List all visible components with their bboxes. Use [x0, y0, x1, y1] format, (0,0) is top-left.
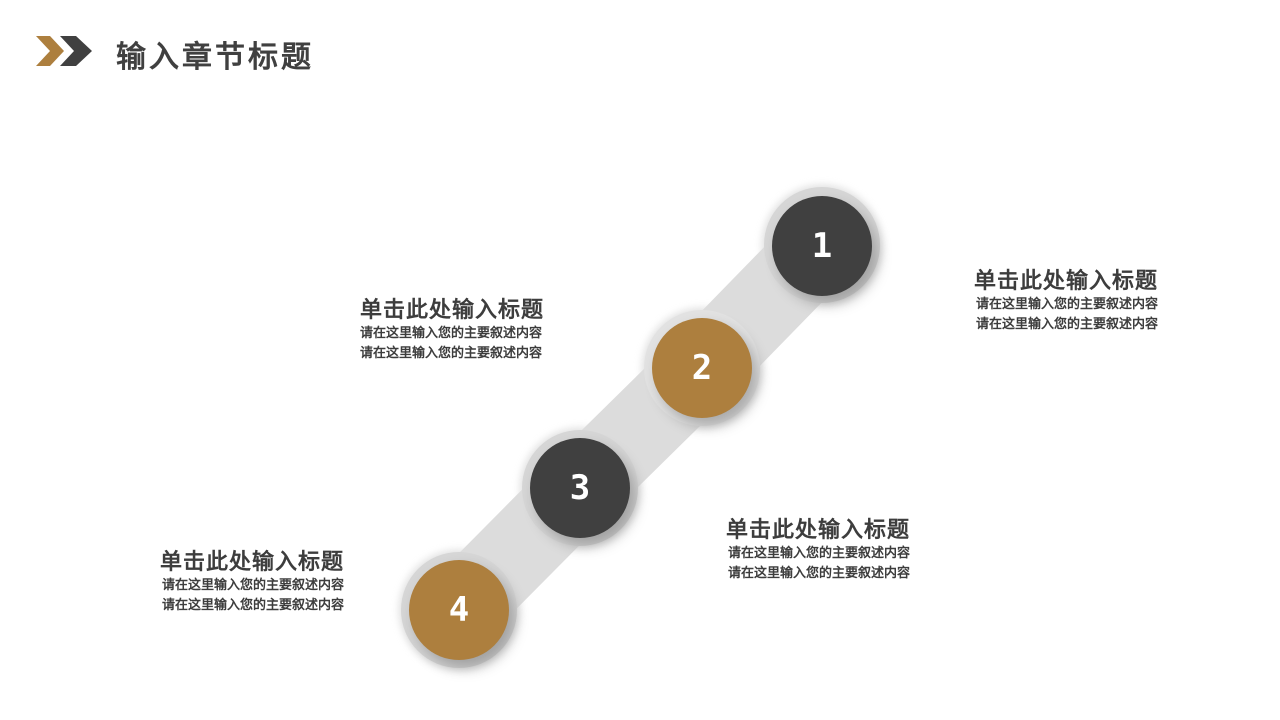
step-node-2[interactable]: 2 [652, 318, 752, 418]
step-description[interactable]: 请在这里输入您的主要叙述内容 [161, 578, 344, 593]
step-description[interactable]: 请在这里输入您的主要叙述内容 [975, 297, 1158, 312]
step-3-text: 单击此处输入标题 请在这里输入您的主要叙述内容 请在这里输入您的主要叙述内容 [680, 512, 910, 584]
step-description[interactable]: 请在这里输入您的主要叙述内容 [975, 317, 1158, 332]
step-number: 2 [691, 348, 713, 388]
step-number: 3 [569, 468, 591, 508]
step-node-3[interactable]: 3 [530, 438, 630, 538]
step-description[interactable]: 请在这里输入您的主要叙述内容 [727, 566, 910, 581]
step-description[interactable]: 请在这里输入您的主要叙述内容 [727, 546, 910, 561]
chevron-double-icon [36, 36, 92, 66]
step-description[interactable]: 请在这里输入您的主要叙述内容 [360, 326, 543, 341]
step-title[interactable]: 单击此处输入标题 [360, 298, 545, 323]
step-title[interactable]: 单击此处输入标题 [973, 269, 1158, 294]
step-2-text: 单击此处输入标题 请在这里输入您的主要叙述内容 请在这里输入您的主要叙述内容 [360, 292, 590, 364]
page-title: 输入章节标题 [116, 40, 314, 75]
step-node-1[interactable]: 1 [772, 196, 872, 296]
step-title[interactable]: 单击此处输入标题 [725, 518, 910, 543]
step-number: 1 [811, 226, 833, 266]
step-1-text: 单击此处输入标题 请在这里输入您的主要叙述内容 请在这里输入您的主要叙述内容 [928, 263, 1158, 335]
step-description[interactable]: 请在这里输入您的主要叙述内容 [360, 346, 543, 361]
step-number: 4 [448, 590, 470, 630]
step-4-text: 单击此处输入标题 请在这里输入您的主要叙述内容 请在这里输入您的主要叙述内容 [114, 544, 344, 616]
step-description[interactable]: 请在这里输入您的主要叙述内容 [161, 598, 344, 613]
step-title[interactable]: 单击此处输入标题 [159, 550, 344, 575]
step-node-4[interactable]: 4 [409, 560, 509, 660]
